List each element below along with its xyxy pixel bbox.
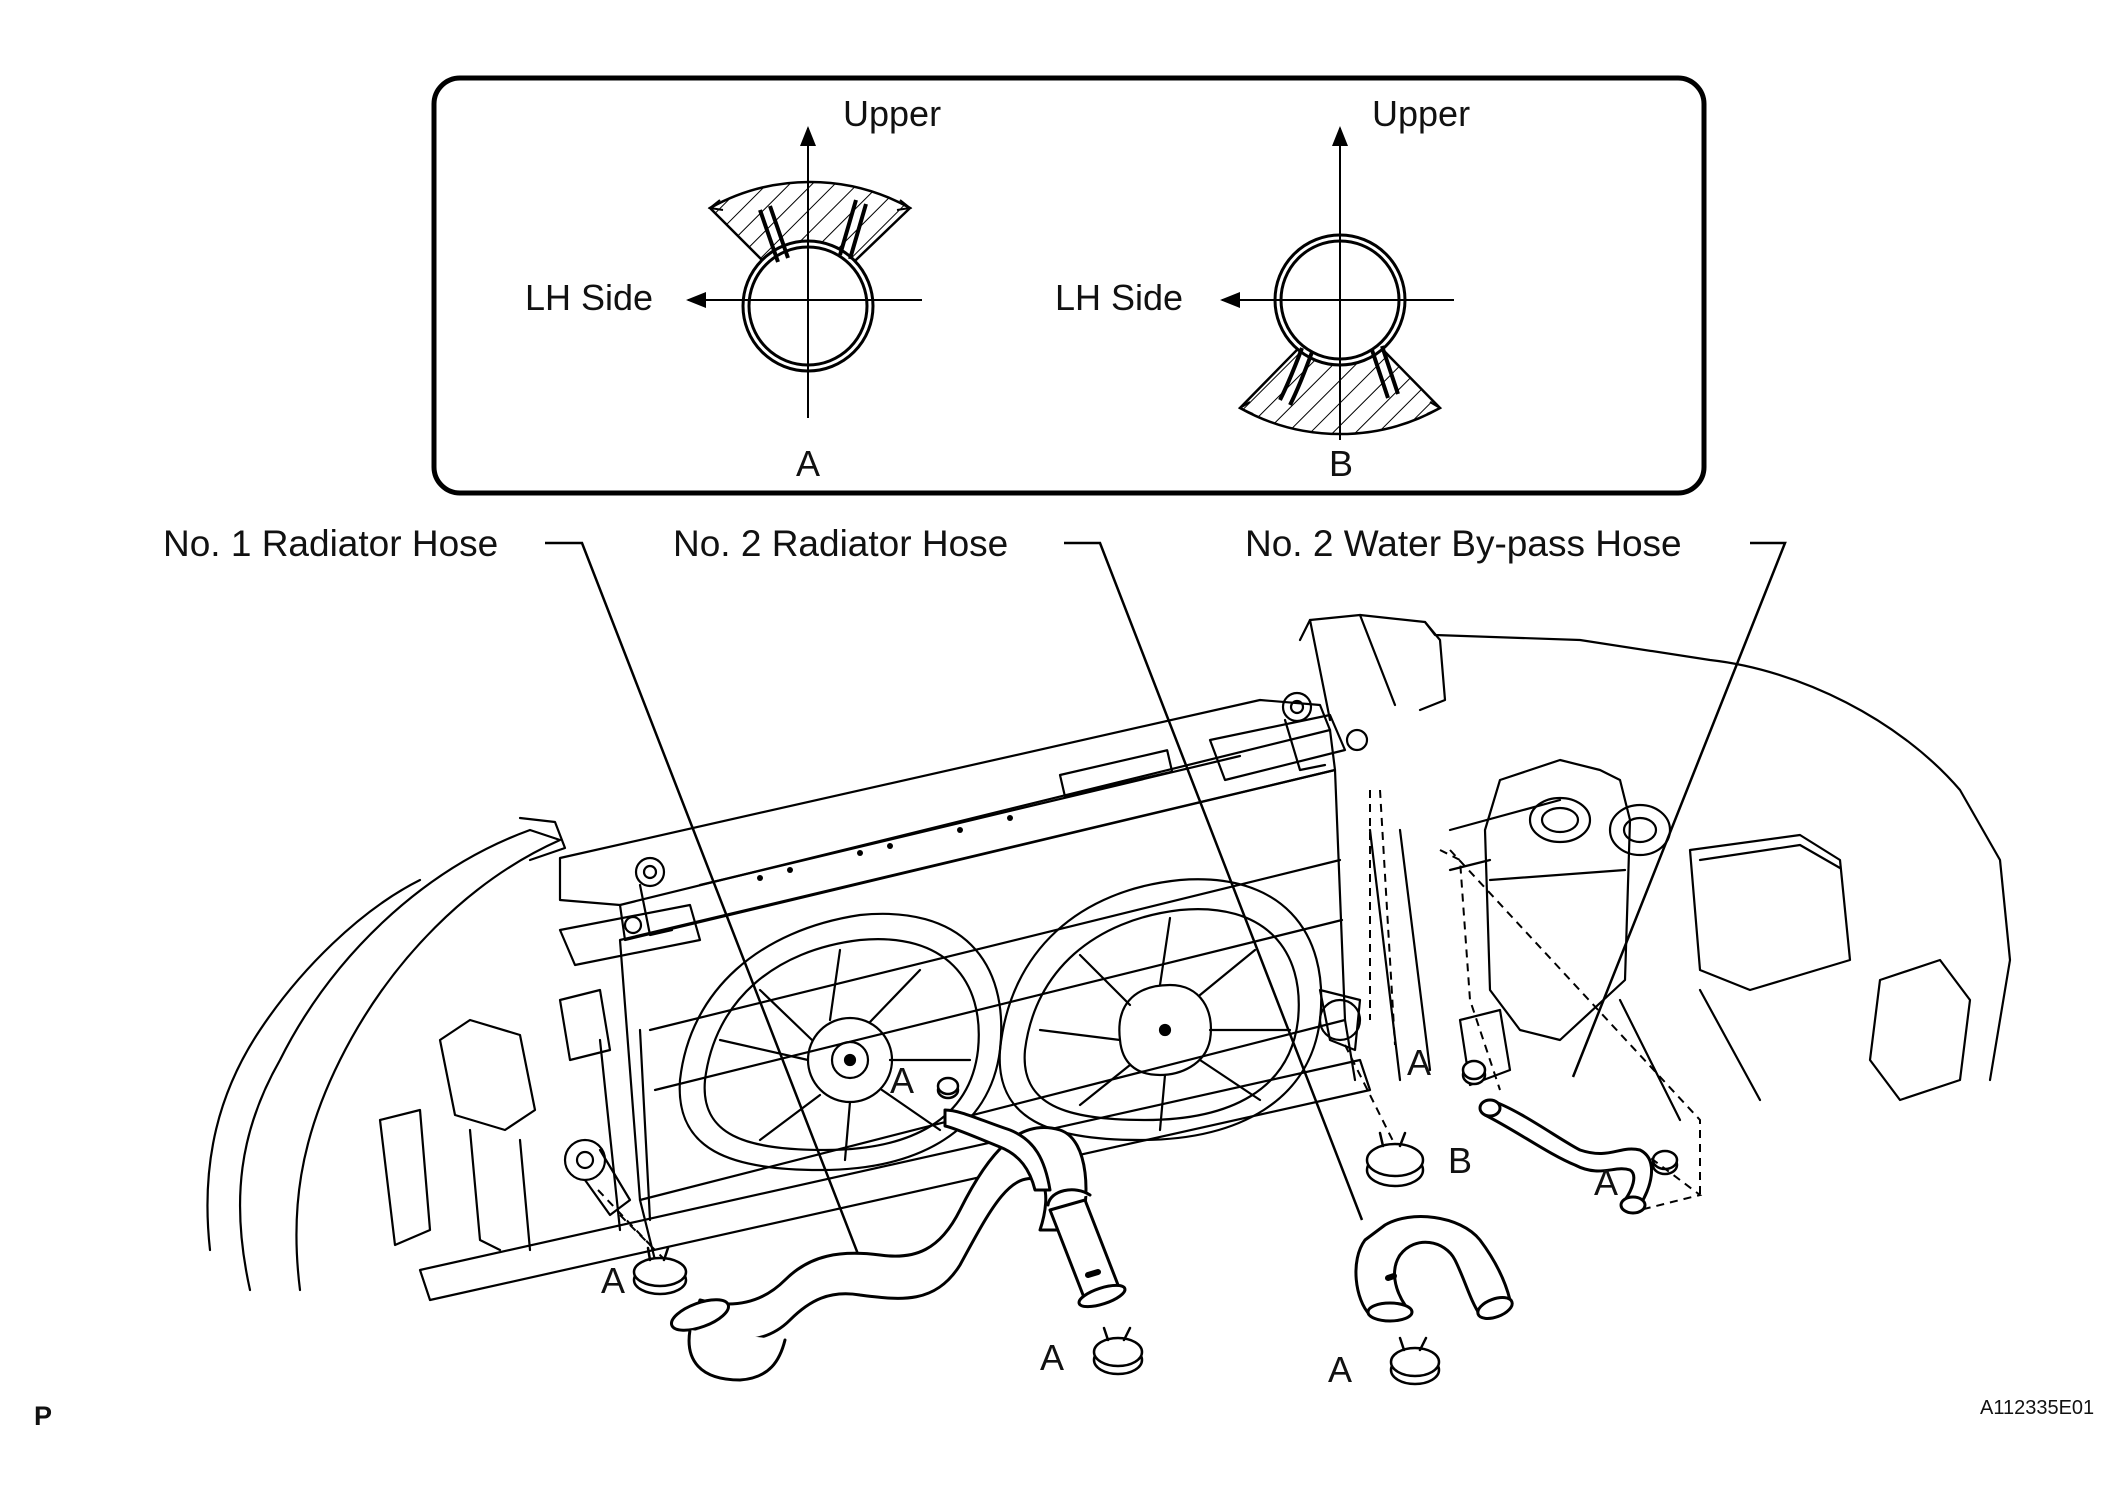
clamp-a-center-bottom (1092, 1326, 1144, 1376)
diagram-b-lh-side-label: LH Side (1055, 277, 1184, 318)
alignment-lines (597, 789, 1703, 1261)
clamp-label-a-far-right: A (1594, 1162, 1619, 1203)
figure-code: A112335E01 (1980, 1397, 2095, 1419)
clamp-a-left (632, 1246, 688, 1296)
page-mark: P (34, 1401, 53, 1431)
clamp-label-a-left: A (601, 1260, 626, 1301)
leader-lines (545, 541, 1787, 1286)
clamp-label-a-right-bottom: A (1328, 1349, 1353, 1390)
engine-bay-illustration (206, 613, 2012, 1302)
clamp-orientation-diagram-a (686, 126, 922, 418)
no2-radiator-hose-label: No. 2 Radiator Hose (673, 523, 1009, 564)
clamp-label-a-right-top: A (1407, 1042, 1432, 1083)
clamp-orientation-diagram-b (1220, 126, 1454, 440)
clamp-a-far-right (1651, 1149, 1679, 1176)
clamp-a-center-top (936, 1076, 960, 1100)
clamp-b (1365, 1131, 1425, 1188)
diagram-b-caption: B (1329, 443, 1354, 484)
clamp-a-right-bottom (1389, 1336, 1441, 1386)
clamp-label-a-center-bottom: A (1040, 1337, 1065, 1378)
clamp-a-right-top (1461, 1059, 1487, 1086)
inset-frame (431, 75, 1707, 496)
no2-water-bypass-hose-label: No. 2 Water By-pass Hose (1245, 523, 1682, 564)
diagram-a-upper-label: Upper (843, 93, 942, 134)
clamp-label-b: B (1448, 1140, 1473, 1181)
no2-water-bypass-hose (1483, 1098, 1654, 1207)
diagram-b-upper-label: Upper (1372, 93, 1471, 134)
diagram-a-caption: A (796, 443, 821, 484)
diagram-a-lh-side-label: LH Side (525, 277, 654, 318)
no1-radiator-hose-label: No. 1 Radiator Hose (163, 523, 499, 564)
hoses-and-clamps (632, 1059, 1679, 1386)
clamp-label-a-center-top: A (890, 1060, 915, 1101)
